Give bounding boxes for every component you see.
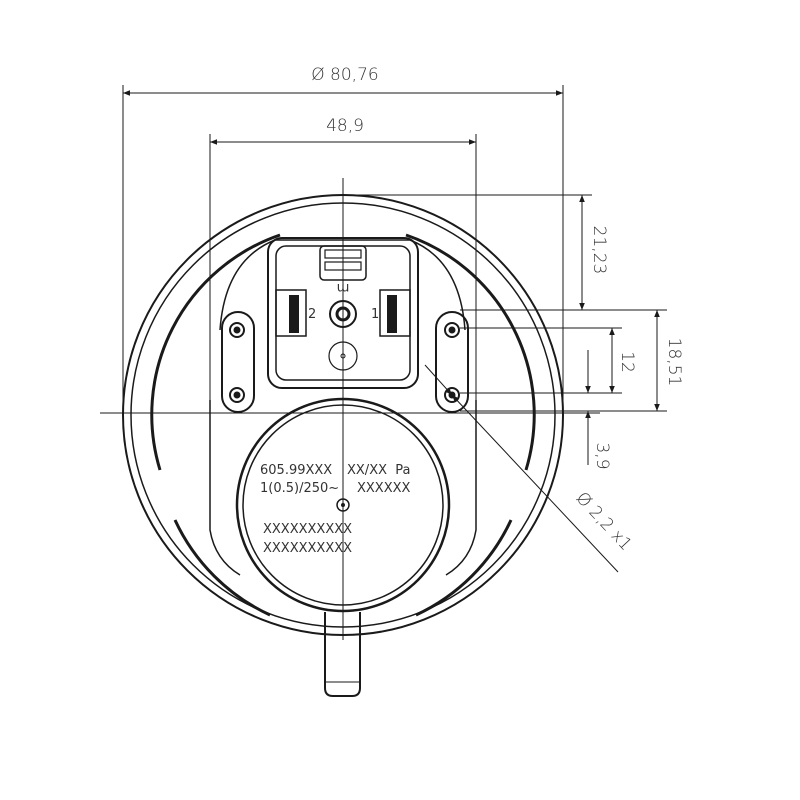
mounting-ears	[221, 311, 469, 413]
connector	[267, 237, 419, 389]
mounting-hole	[444, 322, 460, 338]
dim-small-offset: 3,9	[592, 442, 612, 469]
dim-width: 48,9	[326, 116, 364, 136]
dim-outer-diameter: Ø 80,76	[311, 65, 378, 85]
label-line2-left: 1(0.5)/250~	[260, 481, 339, 496]
label-line2-right: XXXXXX	[357, 481, 411, 496]
mounting-hole	[229, 387, 245, 403]
pin-label-3: m	[337, 280, 350, 295]
label-line4: XXXXXXXXXX	[263, 541, 352, 556]
dimension-lines	[122, 85, 667, 573]
pressure-tube	[324, 612, 361, 697]
dim-hole-spacing-outer: 18,51	[664, 338, 684, 387]
dim-hole-spacing-inner: 12	[617, 351, 637, 373]
gauge-face	[235, 397, 451, 613]
dim-top-offset: 21,23	[589, 226, 609, 275]
mounting-hole	[229, 322, 245, 338]
pin-label-2: 2	[308, 307, 316, 322]
label-line1-left: 605.99XXX	[260, 463, 332, 478]
pin-label-1: 1	[371, 307, 379, 322]
dim-hole-diameter: Ø 2,2 x1	[572, 488, 636, 554]
label-line1-right: XX/XX Pa	[347, 463, 411, 478]
label-line3: XXXXXXXXXX	[263, 522, 352, 537]
